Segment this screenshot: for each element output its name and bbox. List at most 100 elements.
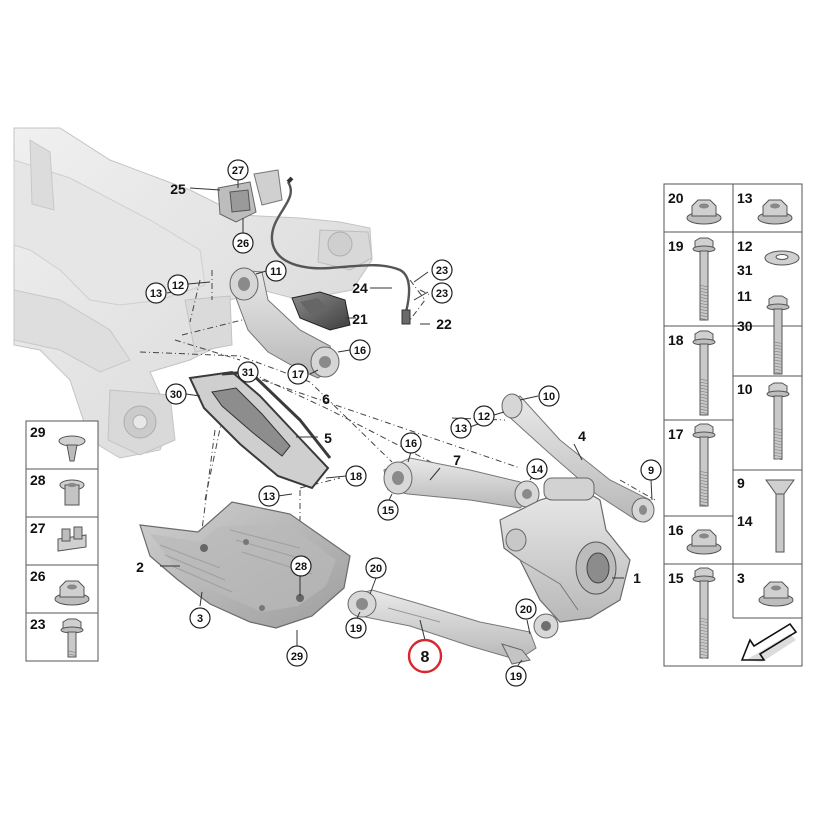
callout-23: 23 xyxy=(431,282,453,304)
callout-label: 12 xyxy=(478,411,490,423)
part-trailing-link-4 xyxy=(501,393,655,523)
callout-label: 13 xyxy=(150,288,162,300)
hex-flange-nut-icon xyxy=(686,529,722,555)
callout-10: 10 xyxy=(538,385,560,407)
callout-11: 11 xyxy=(265,260,287,282)
legend-label-29: 29 xyxy=(30,424,46,440)
part-wheel-carrier-1 xyxy=(499,477,631,639)
callout-label: 13 xyxy=(455,423,467,435)
legend-label-11: 11 xyxy=(737,288,752,304)
part-label-21: 21 xyxy=(352,311,368,327)
callout-9: 9 xyxy=(640,459,662,481)
circled-callouts: 27 26 11 12 13 23 23 16 17 31 30 10 12 13 16 14 9 1 5 18 13 2… xyxy=(145,159,662,687)
legend-label-16: 16 xyxy=(668,522,684,538)
callout-label: 3 xyxy=(197,613,203,625)
callout-14: 14 xyxy=(526,458,548,480)
callout-19: 19 xyxy=(345,617,367,639)
legend-label-28: 28 xyxy=(30,472,46,488)
callout-label: 14 xyxy=(531,464,544,476)
legend-label-26: 26 xyxy=(30,568,46,584)
long-bolt-icon xyxy=(766,295,790,375)
legend-label-13: 13 xyxy=(737,190,753,206)
callout-30: 30 xyxy=(165,383,187,405)
highlighted-label: 8 xyxy=(421,649,430,666)
flange-nut-icon xyxy=(54,580,90,606)
legend-label-9: 9 xyxy=(737,475,745,491)
callout-20: 20 xyxy=(365,557,387,579)
clip-nut-icon xyxy=(58,435,86,462)
part-label-6: 6 xyxy=(322,391,330,407)
part-label-4: 4 xyxy=(578,428,586,444)
legend-label-30: 30 xyxy=(737,318,753,334)
callout-label: 23 xyxy=(436,265,448,277)
callout-label: 12 xyxy=(172,280,184,292)
callout-label: 20 xyxy=(370,563,382,575)
callout-18: 18 xyxy=(345,465,367,487)
callout-27: 27 xyxy=(227,159,249,181)
part-label-2: 2 xyxy=(136,559,144,575)
callout-29: 29 xyxy=(286,645,308,667)
legend-label-14: 14 xyxy=(737,513,753,529)
callout-label: 23 xyxy=(436,288,448,300)
hex-flange-nut-icon xyxy=(686,199,722,225)
callout-label: 9 xyxy=(648,465,654,477)
part-upper-arm-6 xyxy=(229,267,340,379)
part-lower-arm-8 xyxy=(347,589,537,665)
part-bracket-21 xyxy=(291,291,351,331)
part-label-22: 22 xyxy=(436,316,452,332)
part-control-arm-5 xyxy=(188,370,332,490)
callout-label: 19 xyxy=(510,671,522,683)
eccentric-bolt-icon xyxy=(765,479,795,553)
part-label-7: 7 xyxy=(453,452,461,468)
callout-19: 19 xyxy=(505,665,527,687)
long-bolt-icon xyxy=(766,382,790,461)
legend-label-18: 18 xyxy=(668,332,684,348)
washer-icon xyxy=(764,250,800,266)
legend-label-3: 3 xyxy=(737,570,745,586)
cable-holder-icon xyxy=(57,526,87,552)
part-bracket-25 xyxy=(217,169,283,223)
part-sensor-cable-24 xyxy=(270,176,411,325)
legend-label-31: 31 xyxy=(737,262,753,278)
callout-16: 16 xyxy=(349,339,371,361)
callout-label: 10 xyxy=(543,391,555,403)
callout-label: 16 xyxy=(405,438,417,450)
callout-label: 29 xyxy=(291,651,303,663)
part-control-arm-7 xyxy=(383,457,540,509)
callout-12: 12 xyxy=(473,405,495,427)
part-underbody-shield-2 xyxy=(139,501,351,629)
callout-13: 13 xyxy=(145,282,167,304)
legend-label-20: 20 xyxy=(668,190,684,206)
short-bolt-icon xyxy=(60,618,84,658)
legend-label-12: 12 xyxy=(737,238,753,254)
long-bolt-icon xyxy=(692,237,716,321)
legend-label-15: 15 xyxy=(668,570,684,586)
part-label-24: 24 xyxy=(352,280,368,296)
callout-label: 13 xyxy=(263,491,275,503)
leader-lines xyxy=(160,180,653,669)
callout-label: 19 xyxy=(350,623,362,635)
callout-3: 3 xyxy=(189,607,211,629)
callout-17: 17 xyxy=(287,363,309,385)
direction-arrow-icon xyxy=(740,622,798,662)
callout-23: 23 xyxy=(431,259,453,281)
part-label-1: 1 xyxy=(633,570,641,586)
legend-label-17: 17 xyxy=(668,426,684,442)
callout-label: 16 xyxy=(354,345,366,357)
legend-label-27: 27 xyxy=(30,520,46,536)
long-bolt-icon xyxy=(692,330,716,416)
part-label-25: 25 xyxy=(170,181,186,197)
callout-12: 12 xyxy=(167,274,189,296)
callout-label: 26 xyxy=(237,238,249,250)
callout-label: 18 xyxy=(350,471,362,483)
callout-label: 30 xyxy=(170,389,182,401)
rear-axle-subframe xyxy=(13,127,373,459)
part-label-5: 5 xyxy=(324,430,332,446)
callout-label: 11 xyxy=(270,266,282,278)
callout-31: 31 xyxy=(237,361,259,383)
legend-label-19: 19 xyxy=(668,238,684,254)
